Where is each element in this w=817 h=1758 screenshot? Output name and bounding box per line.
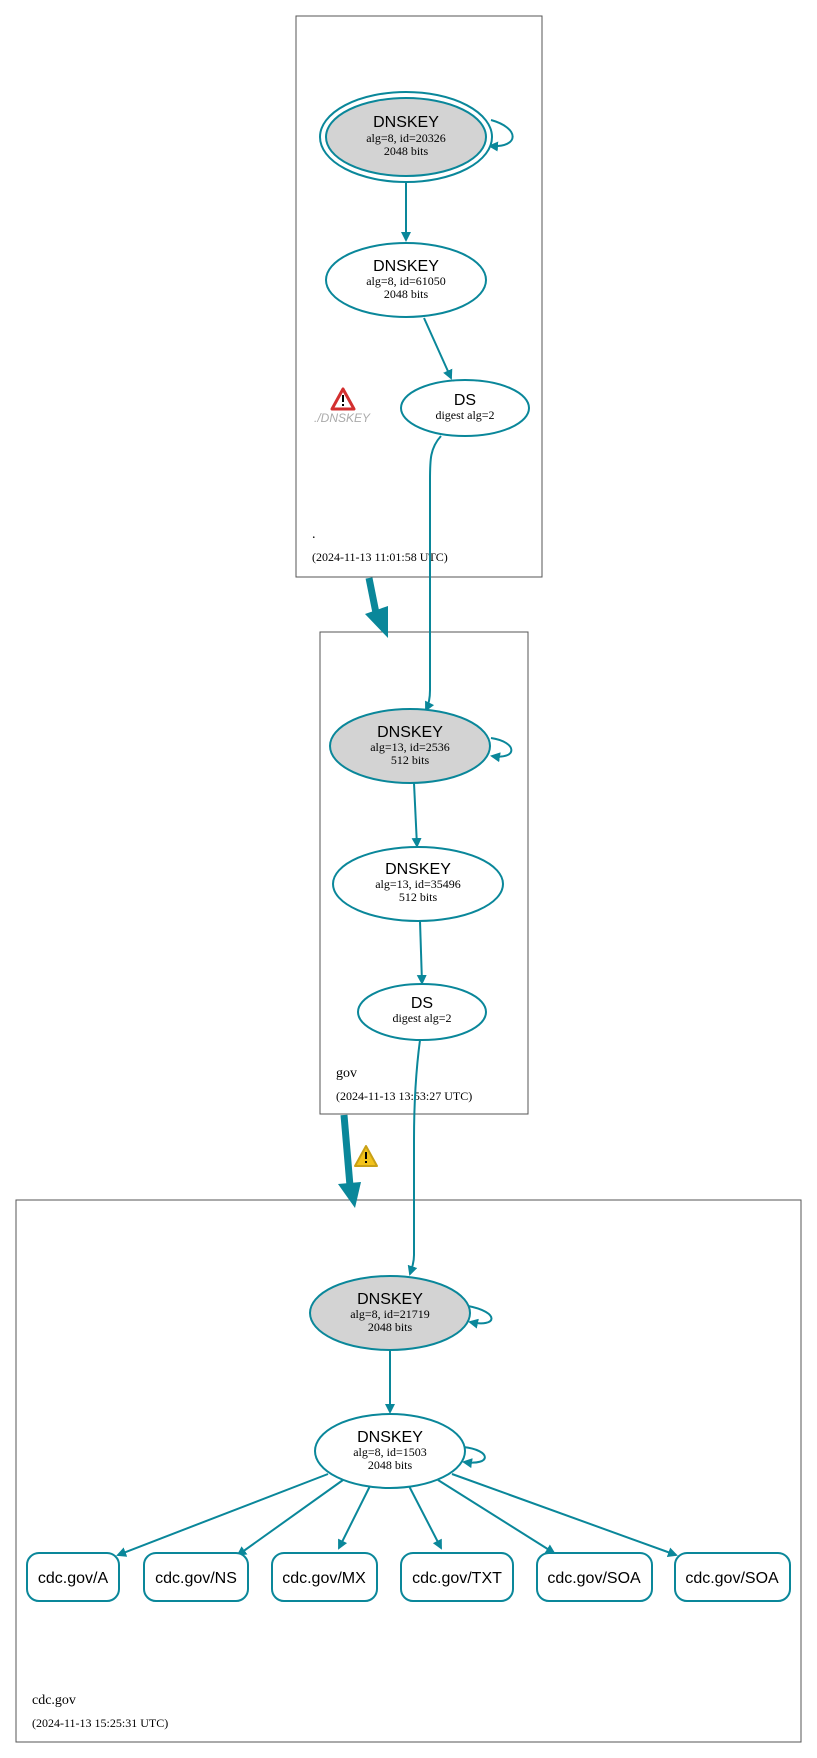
zone-root-timestamp: (2024-11-13 11:01:58 UTC) (312, 550, 448, 564)
zone-gov: gov (2024-11-13 13:53:27 UTC) (319, 631, 529, 1115)
edge-cdc-ksk-self (467, 1305, 493, 1329)
node-root-ds-title: DS (454, 392, 476, 409)
record-ns[interactable]: cdc.gov/NS (143, 1552, 249, 1602)
node-cdc-ksk-bits: 2048 bits (368, 1320, 413, 1334)
zone-gov-timestamp: (2024-11-13 13:53:27 UTC) (336, 1089, 472, 1103)
node-gov-zsk-detail: alg=13, id=35496 (375, 877, 461, 891)
record-a-label: cdc.gov/A (38, 1570, 109, 1587)
node-cdc-zsk-detail: alg=8, id=1503 (353, 1445, 427, 1459)
zone-cdc: cdc.gov (2024-11-13 15:25:31 UTC) (15, 1199, 802, 1743)
node-root-ds-detail: digest alg=2 (435, 408, 494, 422)
record-a[interactable]: cdc.gov/A (26, 1552, 120, 1602)
edge-cdc-zsk-a (116, 1473, 329, 1557)
record-ns-label: cdc.gov/NS (155, 1570, 237, 1587)
edge-gov-zsk-ds (416, 920, 427, 985)
node-root-ds[interactable]: DS digest alg=2 (400, 379, 530, 437)
zone-gov-box (319, 631, 529, 1115)
edge-cdc-zsk-soa2 (451, 1473, 678, 1557)
edge-cdc-zsk-txt (408, 1485, 442, 1550)
zone-root-label: . (312, 527, 316, 542)
node-gov-ksk-bits: 512 bits (391, 753, 430, 767)
edge-cdc-zsk-soa1 (437, 1479, 556, 1555)
zone-cdc-timestamp: (2024-11-13 15:25:31 UTC) (32, 1716, 168, 1730)
error-triangle-icon (330, 387, 356, 411)
record-soa-1[interactable]: cdc.gov/SOA (536, 1552, 653, 1602)
edge-gov-ds-cdc-ksk (407, 1039, 421, 1276)
record-mx[interactable]: cdc.gov/MX (271, 1552, 378, 1602)
node-root-ksk-bits: 2048 bits (384, 144, 429, 158)
node-cdc-zsk[interactable]: DNSKEY alg=8, id=1503 2048 bits (314, 1413, 466, 1489)
delegation-gov-cdc (338, 1114, 361, 1208)
record-mx-label: cdc.gov/MX (282, 1570, 366, 1587)
root-dnskey-error[interactable]: ./DNSKEY (314, 387, 371, 425)
record-soa-2[interactable]: cdc.gov/SOA (674, 1552, 791, 1602)
node-gov-ds-detail: digest alg=2 (392, 1011, 451, 1025)
node-gov-zsk-title: DNSKEY (385, 861, 451, 878)
record-txt-label: cdc.gov/TXT (412, 1570, 502, 1587)
node-root-ksk-detail: alg=8, id=20326 (366, 131, 446, 145)
record-soa-2-label: cdc.gov/SOA (685, 1570, 779, 1587)
zone-cdc-label: cdc.gov (32, 1693, 76, 1708)
node-cdc-ksk-detail: alg=8, id=21719 (350, 1307, 430, 1321)
node-cdc-zsk-bits: 2048 bits (368, 1458, 413, 1472)
edge-gov-ksk-self (490, 737, 513, 763)
node-root-ksk-title: DNSKEY (373, 114, 439, 131)
node-root-zsk[interactable]: DNSKEY alg=8, id=61050 2048 bits (325, 242, 487, 318)
node-gov-ksk-title: DNSKEY (377, 724, 443, 741)
zone-root: . (2024-11-13 11:01:58 UTC) (295, 15, 543, 578)
delegation-root-gov (365, 577, 388, 638)
node-cdc-ksk[interactable]: DNSKEY alg=8, id=21719 2048 bits (309, 1275, 471, 1351)
node-gov-ds-title: DS (411, 995, 433, 1012)
record-txt[interactable]: cdc.gov/TXT (400, 1552, 514, 1602)
zone-gov-label: gov (336, 1066, 357, 1081)
edge-cdc-zsk-self (462, 1446, 486, 1469)
record-soa-1-label: cdc.gov/SOA (547, 1570, 641, 1587)
node-gov-ksk-detail: alg=13, id=2536 (370, 740, 450, 754)
node-root-zsk-bits: 2048 bits (384, 287, 429, 301)
edges (116, 119, 678, 1557)
node-gov-ksk[interactable]: DNSKEY alg=13, id=2536 512 bits (329, 708, 491, 784)
edge-cdc-zsk-mx (338, 1485, 371, 1550)
node-cdc-zsk-title: DNSKEY (357, 1429, 423, 1446)
root-dnskey-error-label: ./DNSKEY (314, 411, 371, 425)
node-root-ksk[interactable]: DNSKEY alg=8, id=20326 2048 bits (319, 91, 493, 183)
edge-root-ds-gov-ksk (425, 435, 442, 712)
edge-gov-ksk-zsk (411, 782, 422, 848)
node-gov-zsk-bits: 512 bits (399, 890, 438, 904)
edge-root-zsk-ds (423, 317, 453, 380)
zone-root-box (295, 15, 543, 578)
edge-cdc-zsk-ns (236, 1479, 344, 1557)
node-root-zsk-detail: alg=8, id=61050 (366, 274, 446, 288)
zone-cdc-box (15, 1199, 802, 1743)
node-gov-ds[interactable]: DS digest alg=2 (357, 983, 487, 1041)
node-root-zsk-title: DNSKEY (373, 258, 439, 275)
node-gov-zsk[interactable]: DNSKEY alg=13, id=35496 512 bits (332, 846, 504, 922)
node-cdc-ksk-title: DNSKEY (357, 1291, 423, 1308)
delegation-warning-icon[interactable] (354, 1145, 378, 1167)
edge-root-ksk-self (488, 119, 514, 152)
